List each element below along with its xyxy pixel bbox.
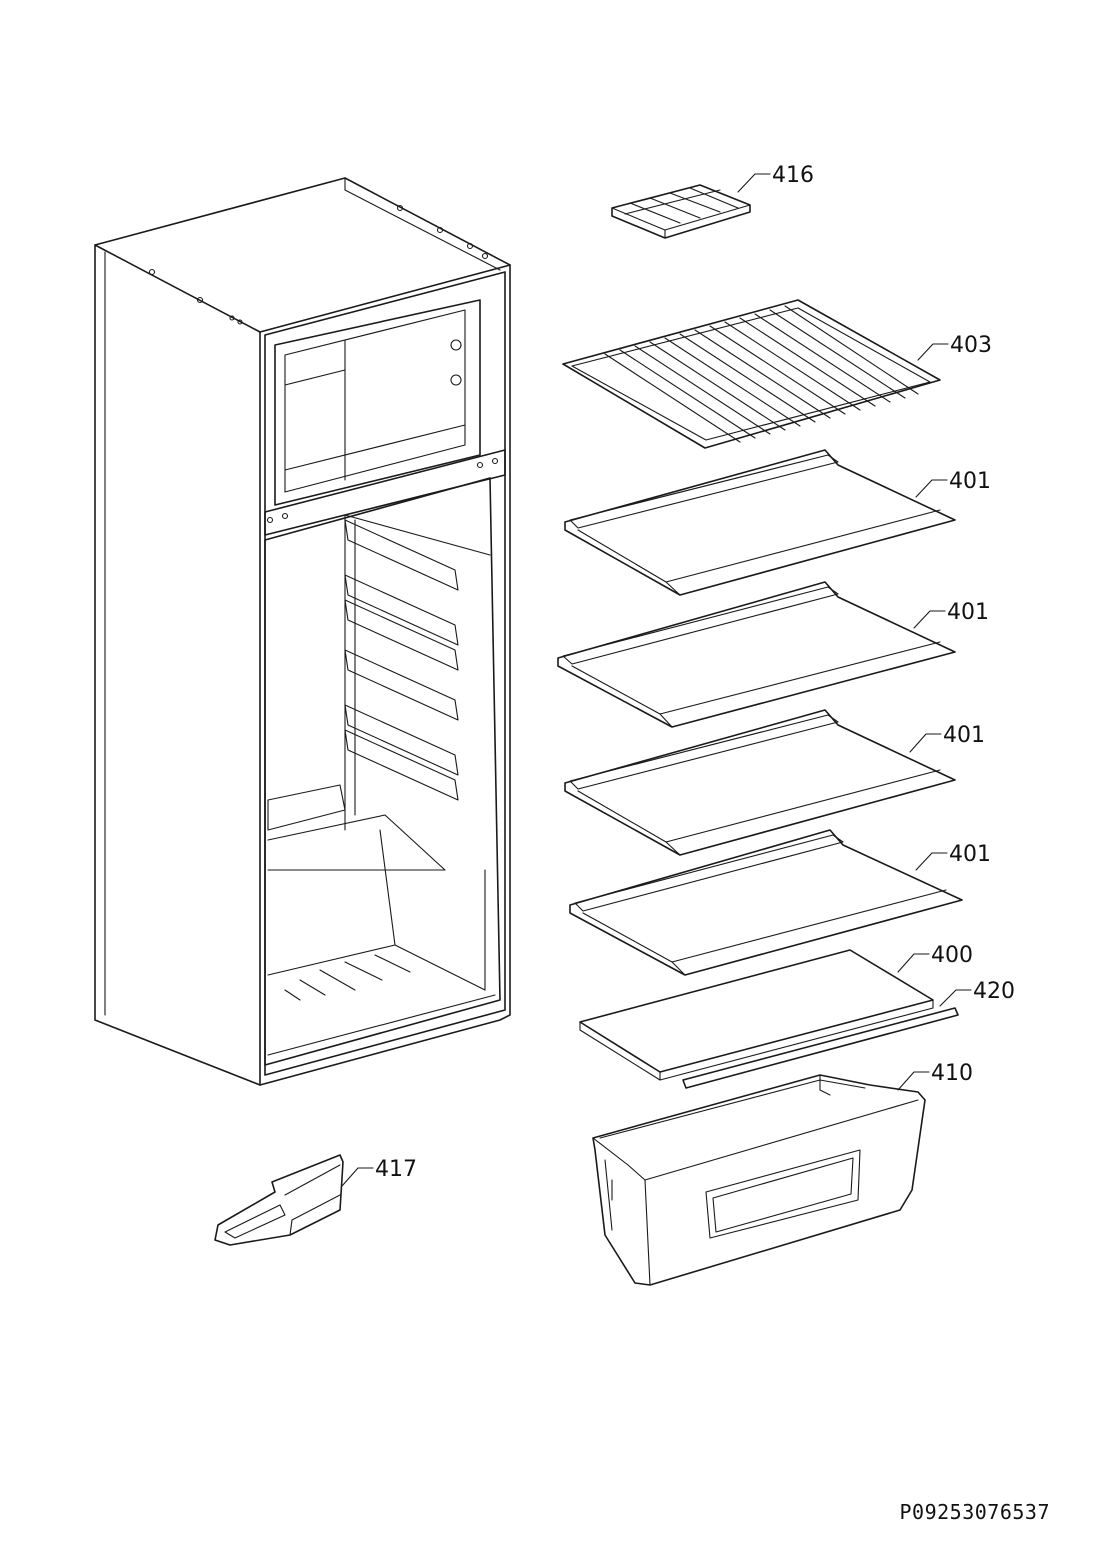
part-number-glass-shelf-1: 401 [949, 469, 991, 494]
part-number-glass-shelf-3: 401 [943, 723, 985, 748]
part-number-crisper-cover-glass: 400 [931, 943, 973, 968]
ice-scraper-part [214, 1154, 344, 1246]
part-number-glass-shelf-2: 401 [947, 600, 989, 625]
document-code: P09253076537 [899, 1500, 1050, 1524]
crisper-drawer-part [592, 1074, 926, 1286]
part-number-wire-shelf: 403 [950, 333, 992, 358]
part-number-crisper-drawer: 410 [931, 1061, 973, 1086]
refrigerator-cabinet [94, 177, 511, 1086]
part-number-glass-shelf-4: 401 [949, 842, 991, 867]
glass-shelf-2-part [557, 581, 956, 728]
ice-tray-part [611, 184, 751, 239]
glass-shelf-1-part [564, 449, 956, 596]
glass-trim-strip-part [682, 1007, 959, 1089]
glass-shelf-4-part [569, 829, 963, 976]
wire-shelf-part [562, 299, 941, 449]
part-number-ice-tray: 416 [772, 163, 814, 188]
part-number-ice-scraper: 417 [375, 1157, 417, 1182]
glass-shelf-3-part [564, 709, 956, 856]
crisper-cover-glass-part [579, 949, 934, 1081]
part-number-glass-trim-strip: 420 [973, 979, 1015, 1004]
leader-lines [341, 173, 972, 1187]
